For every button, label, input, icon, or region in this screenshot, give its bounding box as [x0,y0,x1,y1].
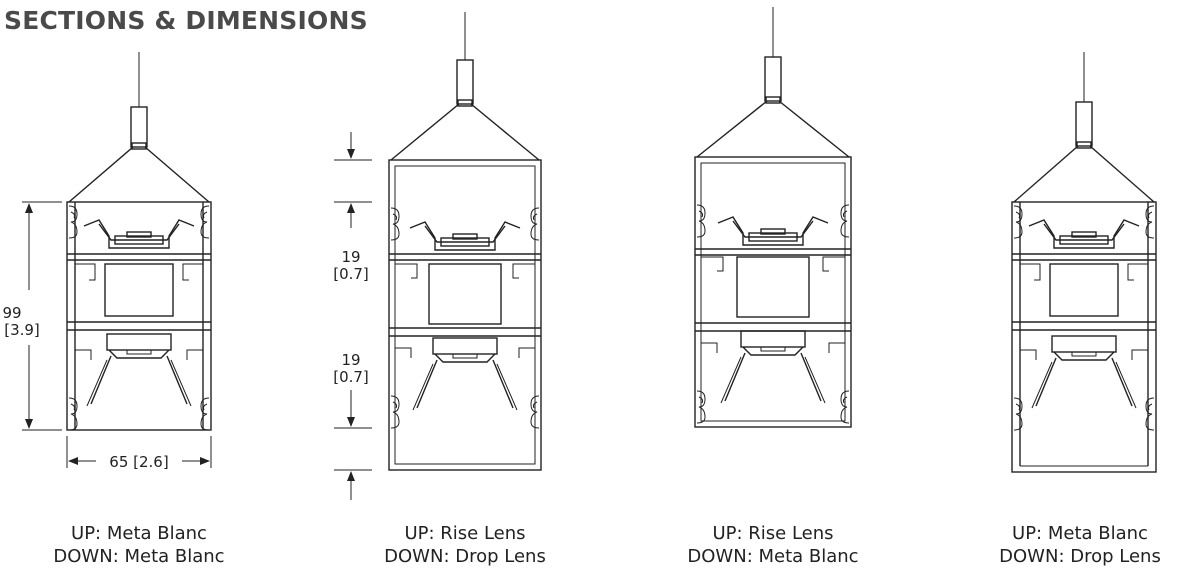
section-3-caption: UP: Rise Lens DOWN: Meta Blanc [653,522,893,568]
section-4-caption: UP: Meta Blanc DOWN: Drop Lens [960,522,1180,568]
offset-top-value: 19 [341,248,360,266]
section-1-up-label: UP: Meta Blanc [71,523,207,544]
width-dimension [66,436,212,468]
section-2-drawing [388,12,542,471]
section-2-caption: UP: Rise Lens DOWN: Drop Lens [345,522,585,568]
height-dimension-value: 99 [2,304,21,322]
offset-dimensions [334,132,372,500]
section-3-up-label: UP: Rise Lens [712,523,834,544]
width-dimension-label: 65 [2.6] [109,453,168,471]
section-1-drawing [66,51,212,431]
height-dimension [22,201,62,431]
section-4-up-label: UP: Meta Blanc [1012,523,1148,544]
offset-top-sub: [0.7] [333,265,369,283]
section-3-down-label: DOWN: Meta Blanc [687,546,859,567]
page-title: SECTIONS & DIMENSIONS [4,6,368,35]
section-4-down-label: DOWN: Drop Lens [999,546,1161,567]
offset-bottom-sub: [0.7] [333,368,369,386]
section-2-down-label: DOWN: Drop Lens [384,546,546,567]
section-4-drawing [1011,52,1157,473]
offset-bottom-value: 19 [341,351,360,369]
section-2-up-label: UP: Rise Lens [404,523,526,544]
section-1-down-label: DOWN: Meta Blanc [53,546,225,567]
height-dimension-sub: [3.9] [4,321,40,339]
section-1-caption: UP: Meta Blanc DOWN: Meta Blanc [19,522,259,568]
section-3-drawing [694,7,852,428]
